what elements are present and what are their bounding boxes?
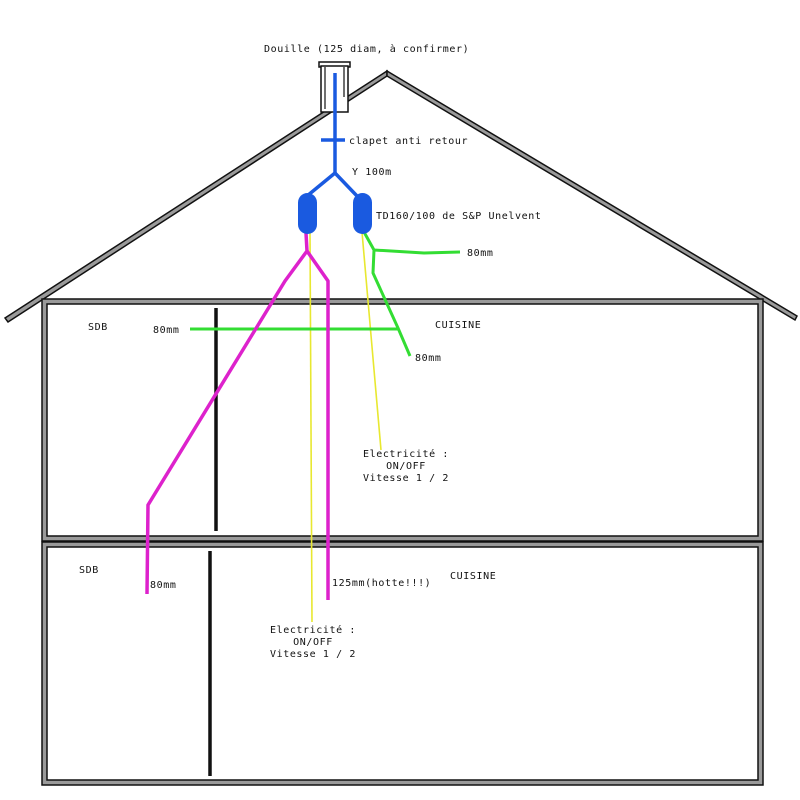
label-upper-cuisine: CUISINE [435,320,481,331]
label-upper-cuisine-size: 80mm [415,353,441,364]
blue-ducting [298,73,372,234]
fan-unit-left [298,193,317,234]
electric-wires [309,231,382,623]
label-lower-cuisine: CUISINE [450,571,496,582]
label-lower-electric-line3: Vitesse 1 / 2 [270,649,356,660]
magenta-ducts [145,232,330,600]
label-y-fitting: Y 100m [352,167,392,178]
lower-floor [41,541,764,786]
wire-upper-electric [361,231,382,451]
label-lower-sdb-size: 80mm [150,580,176,591]
green-duct-trunk [371,249,412,357]
text-labels: Douille (125 diam, à confirmer) clapet a… [79,43,542,660]
green-ducts [190,231,461,357]
label-lower-electric-line1: Electricité : [270,624,356,636]
label-unit: TD160/100 de S&P Unelvent [376,211,542,222]
magenta-duct-hotte [305,249,330,600]
label-lower-sdb: SDB [79,565,99,576]
fan-unit-right [353,193,372,234]
label-clapet: clapet anti retour [349,136,468,147]
label-upper-electric-line1: Electricité : [363,448,449,460]
magenta-duct-sdb [145,232,309,595]
label-lower-hotte-size: 125mm(hotte!!!) [332,578,431,589]
roof-right-slope [386,69,798,322]
y-fitting [305,171,359,198]
label-upper-sdb: SDB [88,322,108,333]
label-douille: Douille (125 diam, à confirmer) [264,43,469,55]
green-duct-attic [362,231,461,255]
label-upper-electric-line3: Vitesse 1 / 2 [363,473,449,484]
house-structure [3,61,798,786]
label-green-attic-size: 80mm [467,248,493,259]
label-upper-electric-line2: ON/OFF [386,461,426,472]
label-lower-electric-line2: ON/OFF [293,637,333,648]
wire-lower-electric [309,231,313,623]
label-upper-sdb-size: 80mm [153,325,179,336]
